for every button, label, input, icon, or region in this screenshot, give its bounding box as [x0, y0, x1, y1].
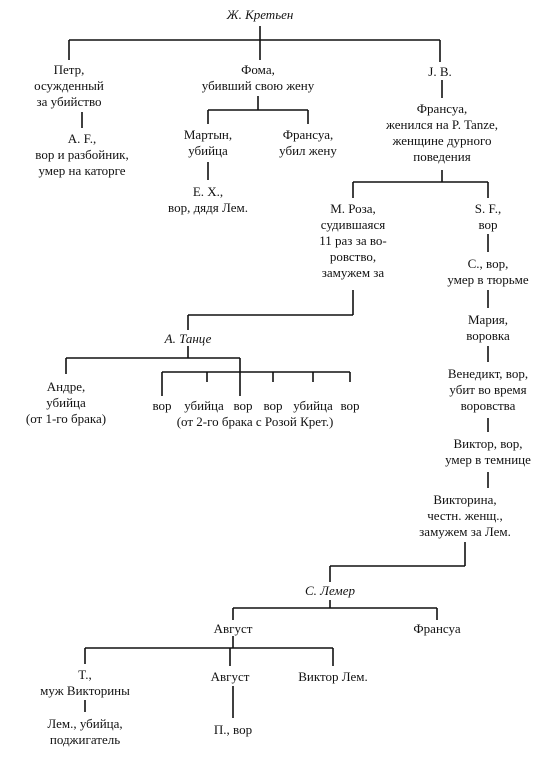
person-maria: Мария, воровка	[466, 312, 510, 343]
person-m-roza: М. Роза, судившаяся 11 раз за во- ровств…	[319, 201, 387, 280]
person-a-tanze: А. Танце	[164, 331, 212, 346]
person-fransua-1: Франсуа, убил жену	[279, 127, 337, 158]
person-fransua-2: Франсуа, женился на P. Tanze, женщине ду…	[385, 101, 499, 164]
person-foma: Фома, убивший свою жену	[201, 62, 315, 93]
person-viktor-lem: Виктор Лем.	[298, 669, 368, 684]
child-2nd-marriage-6: вор	[340, 398, 360, 413]
person-viktorina: Викторина, честн. женщ., замужем за Лем.	[419, 492, 511, 539]
person-jb: J. B.	[428, 64, 452, 79]
person-venedikt: Венедикт, вор, убит во время воровства	[447, 366, 529, 413]
person-andre: Андре, убийца (от 1-го брака)	[25, 379, 107, 426]
child-2nd-marriage-4: вор	[263, 398, 283, 413]
person-s-lemer: С. Лемер	[305, 583, 355, 598]
person-martyn: Мартын, убийца	[183, 127, 233, 158]
person-lem: Лем., убийца, поджигатель	[47, 716, 123, 747]
root-person: Ж. Кретьен	[226, 7, 294, 22]
person-af: A. F., вор и разбойник, умер на каторге	[35, 131, 129, 178]
child-2nd-marriage-2: убийца	[184, 398, 224, 413]
child-2nd-marriage-5: убийца	[293, 398, 333, 413]
child-2nd-marriage-3: вор	[233, 398, 253, 413]
person-t: T., муж Викторины	[40, 667, 130, 698]
person-fransua-3: Франсуа	[413, 621, 461, 636]
person-petr: Петр, осужденный за убийство	[34, 62, 104, 109]
person-viktor: Виктор, вор, умер в темнице	[445, 436, 531, 467]
person-ex: Е. Х., вор, дядя Лем.	[168, 184, 248, 215]
second-marriage-note: (от 2-го брака с Розой Крет.)	[176, 414, 334, 429]
child-2nd-marriage-1: вор	[152, 398, 172, 413]
person-avgust-1: Август	[213, 621, 253, 636]
person-sf: S. F., вор	[474, 201, 502, 232]
person-s-vor: С., вор, умер в тюрьме	[447, 256, 529, 287]
person-avgust-2: Август	[210, 669, 250, 684]
person-p-vor: П., вор	[213, 722, 253, 737]
